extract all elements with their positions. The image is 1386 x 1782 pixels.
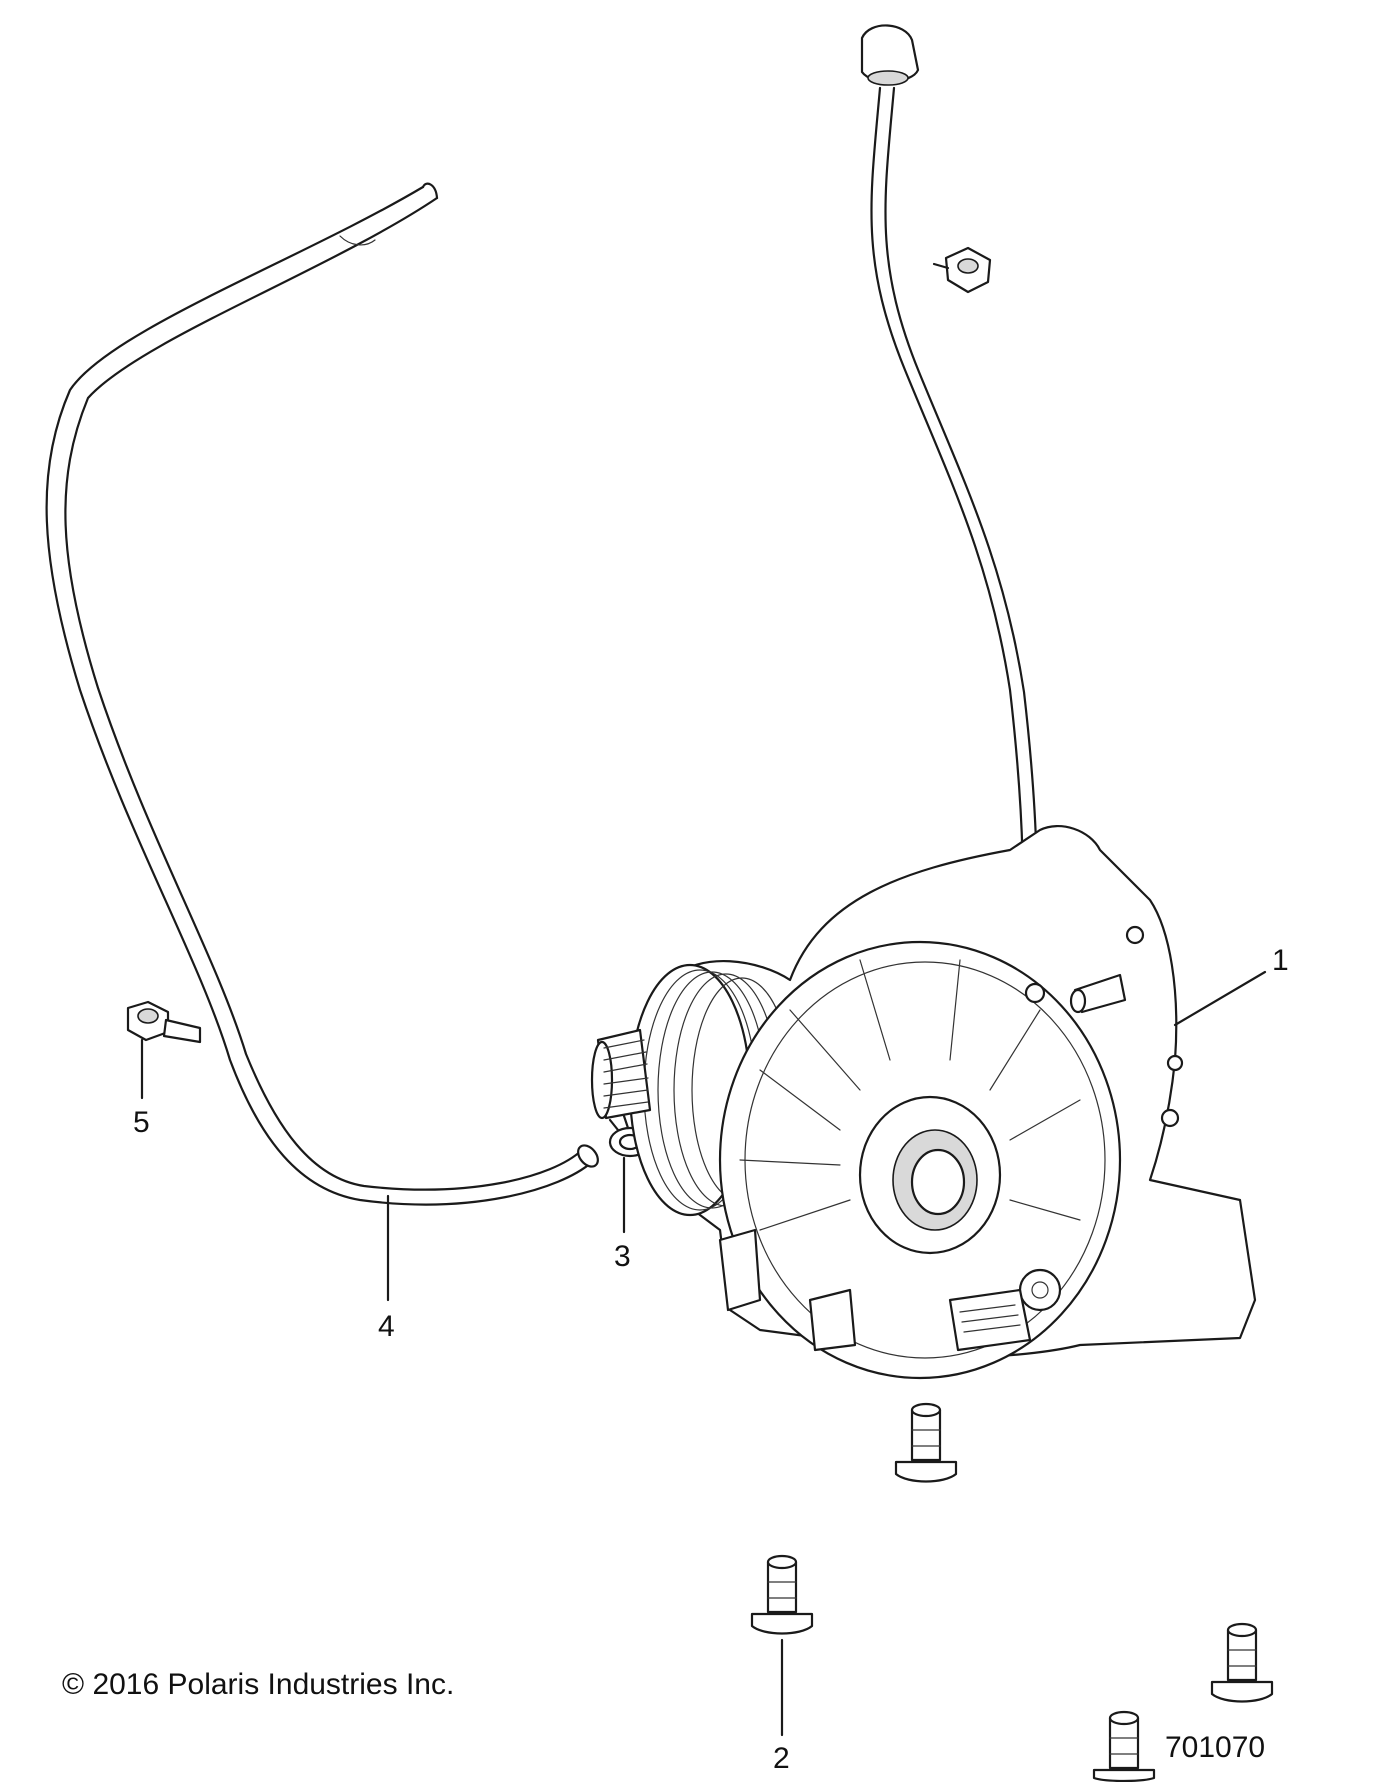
gearcase-body xyxy=(590,825,1257,1380)
bolt-c xyxy=(1210,1622,1274,1703)
tube-clip xyxy=(932,246,992,294)
figure-id: 701070 xyxy=(1165,1731,1266,1764)
breather-tube xyxy=(860,24,1039,992)
callout-1: 1 xyxy=(1272,944,1289,977)
callout-3: 3 xyxy=(614,1240,631,1273)
hose-clip-part xyxy=(126,1000,202,1044)
bolt-d xyxy=(1092,1710,1156,1782)
callout-5: 5 xyxy=(133,1106,150,1139)
bolt-b xyxy=(750,1554,814,1635)
callout-4: 4 xyxy=(378,1310,395,1343)
callout-2: 2 xyxy=(773,1742,790,1775)
bolts xyxy=(750,1402,1274,1782)
leader-lines xyxy=(140,970,1267,1737)
vent-hose xyxy=(45,182,599,1206)
copyright-text: © 2016 Polaris Industries Inc. xyxy=(62,1668,455,1701)
leader-1 xyxy=(1173,970,1267,1027)
bolt-a xyxy=(894,1402,958,1483)
